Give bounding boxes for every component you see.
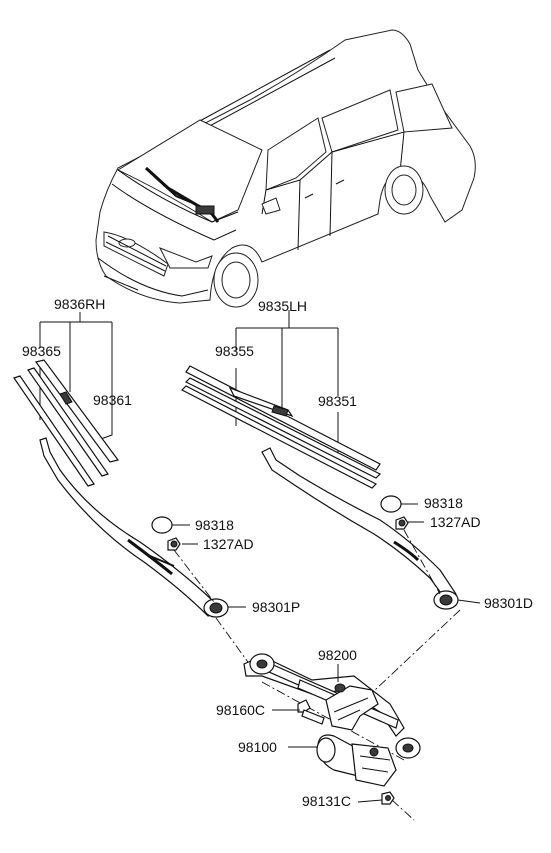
lh-blade-group (180, 310, 459, 610)
label-1327ad-right: 1327AD (430, 514, 481, 530)
label-98365: 98365 (22, 343, 61, 359)
label-9835lh: 9835LH (258, 298, 307, 314)
rh-blade-group (13, 312, 229, 618)
label-98160c: 98160C (216, 702, 265, 718)
label-98351: 98351 (318, 393, 357, 409)
linkage-motor-group (215, 609, 461, 821)
label-98301p: 98301P (252, 599, 300, 615)
label-1327ad-left: 1327AD (203, 536, 254, 552)
label-98200: 98200 (318, 647, 357, 663)
label-9836rh: 9836RH (54, 296, 105, 312)
label-98355: 98355 (215, 343, 254, 359)
label-98301d: 98301D (484, 595, 533, 611)
leader-lines (172, 503, 481, 803)
label-98100: 98100 (238, 739, 277, 755)
label-98361: 98361 (93, 392, 132, 408)
label-98131c: 98131C (302, 793, 351, 809)
vehicle-illustration (95, 29, 476, 308)
label-98318-left: 98318 (195, 517, 234, 533)
label-98318-right: 98318 (424, 495, 463, 511)
